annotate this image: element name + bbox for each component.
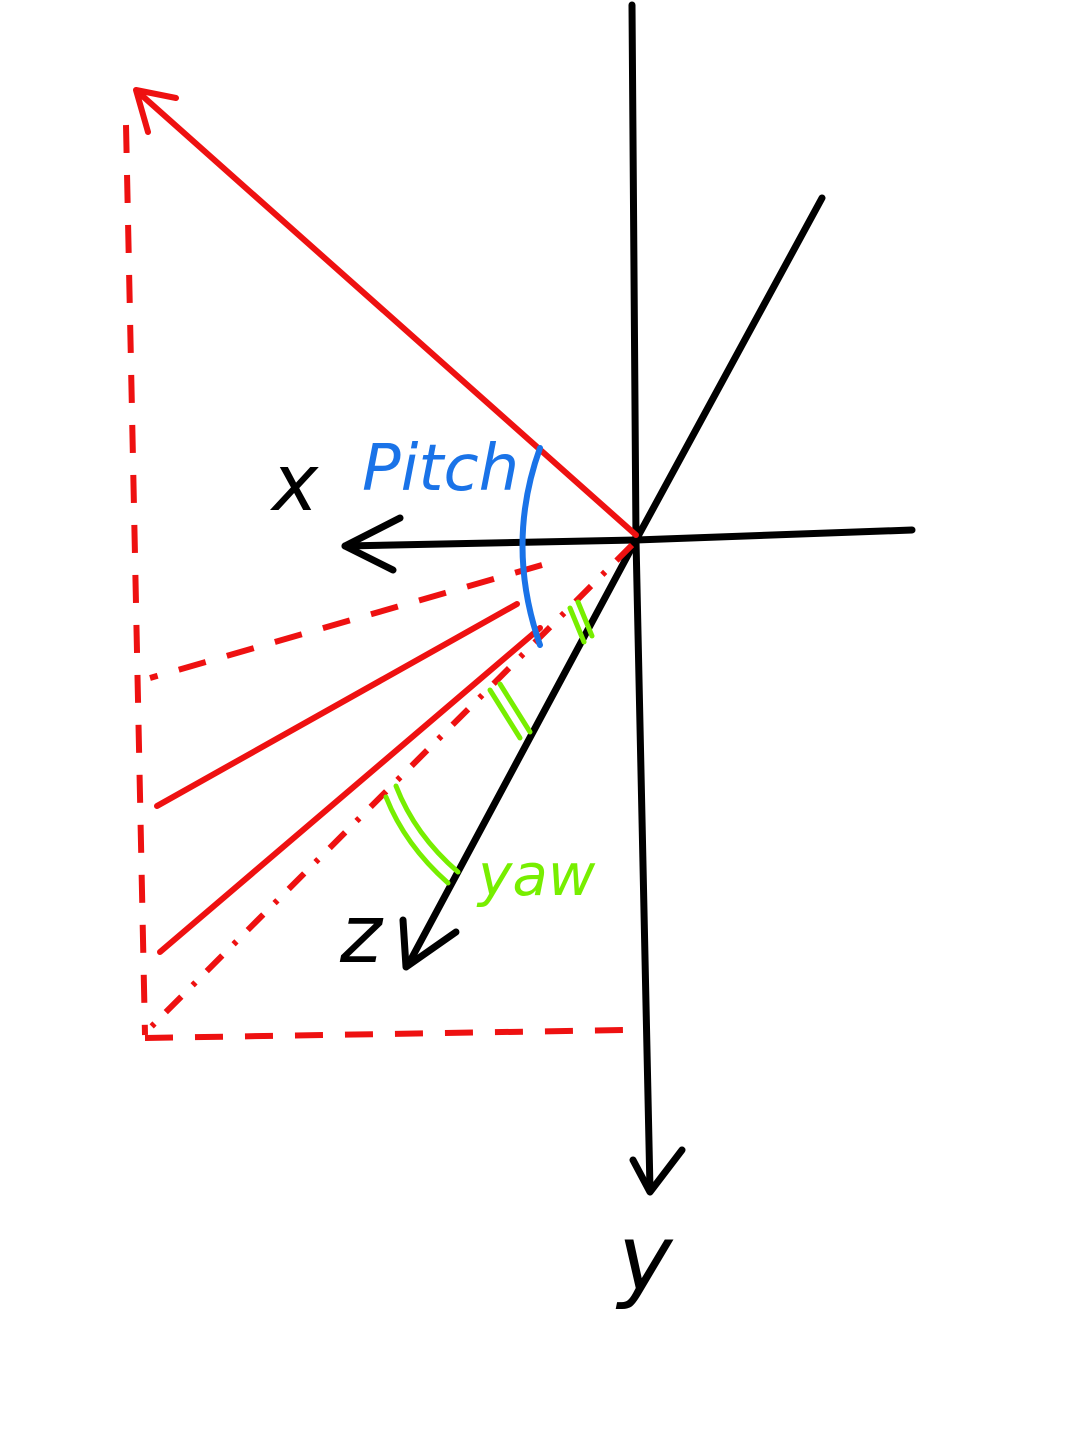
vector-bottom-projection: [144, 1027, 626, 1041]
yaw-tick-small-1: [567, 605, 587, 645]
z-axis-line: [404, 536, 640, 969]
yaw-markers: [383, 599, 595, 886]
y-axis-line: [628, 1, 654, 1194]
vector-vertical-projection: [123, 124, 148, 1036]
vector-xz-projection-upper: [149, 562, 543, 681]
x-axis-line: [341, 536, 640, 550]
x-axis-label: x: [269, 439, 319, 529]
vector-arrowhead: [133, 87, 179, 135]
x-axis-arrowhead: [341, 514, 404, 574]
vector-solid-line-2: [157, 625, 543, 955]
yaw-label: yaw: [476, 841, 596, 909]
axes: [341, 1, 916, 1196]
vector-line: [135, 89, 639, 538]
y-axis-label: y: [615, 1205, 674, 1312]
vector-construction: [123, 87, 639, 1041]
pitch-label: Pitch: [362, 432, 519, 506]
yaw-arc-1: [383, 794, 451, 886]
yaw-tick-mid-2: [497, 681, 533, 735]
yaw-tick-small-2: [575, 599, 595, 639]
z-axis-back-line: [632, 194, 826, 544]
y-axis-arrowhead: [629, 1146, 686, 1196]
pitch-arc: [519, 445, 543, 648]
vector-xz-projection-diagonal: [145, 542, 635, 1033]
z-axis-arrowhead: [399, 916, 460, 971]
yaw-tick-mid-1: [487, 687, 523, 741]
z-axis-label: z: [339, 888, 384, 981]
vector-solid-line-1: [154, 601, 520, 809]
horizontal-axis-right: [632, 526, 916, 544]
yaw-arc-2: [393, 783, 461, 875]
